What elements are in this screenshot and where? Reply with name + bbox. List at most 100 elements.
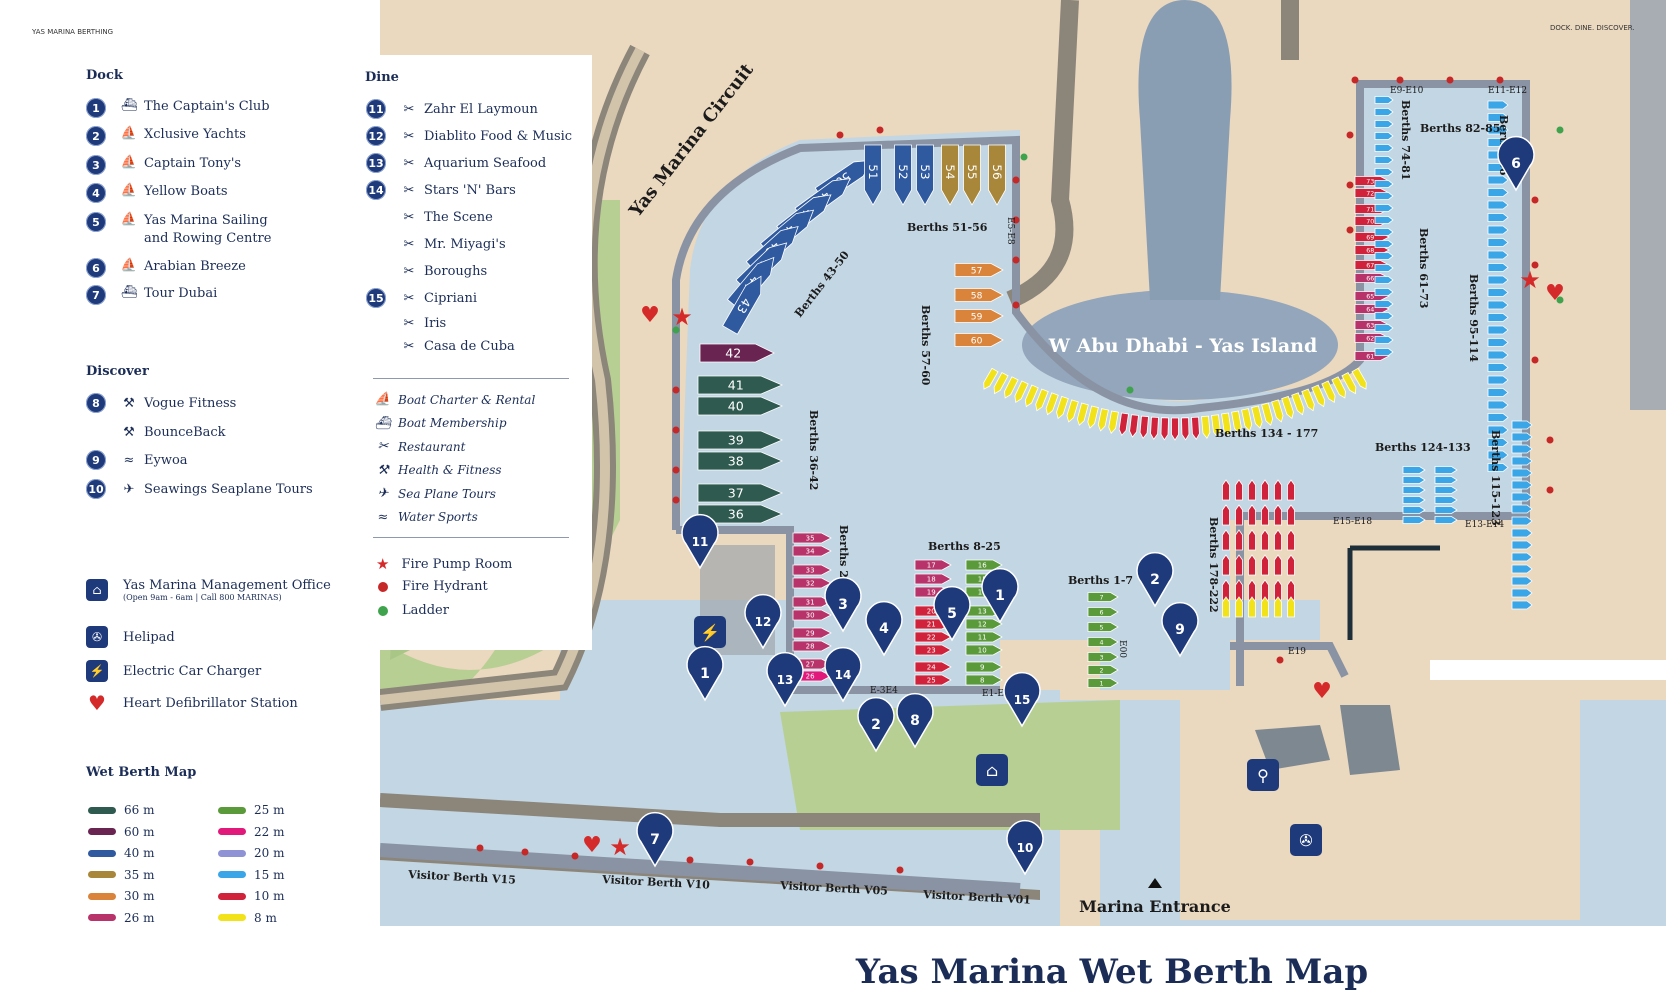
location-pin[interactable]: 8 (896, 693, 934, 749)
berth-number: 37 (728, 486, 744, 501)
fire-pump-icon: ★ (1519, 266, 1541, 294)
dine-item[interactable]: 13✂Aquarium Seafood (366, 153, 546, 173)
berth-size-item: 20 m (218, 846, 284, 860)
berth-number: 17 (927, 562, 936, 570)
dock-item[interactable]: 1⛴The Captain's Club (86, 98, 270, 118)
facility-item[interactable]: ♥Heart Defibrillator Station (86, 691, 298, 715)
location-pin[interactable]: 5 (933, 586, 971, 642)
facility-label: Yas Marina Management Office(Open 9am - … (123, 578, 331, 602)
location-pin[interactable]: 1 (981, 568, 1019, 624)
dock-item[interactable]: 2⛵Xclusive Yachts (86, 126, 246, 146)
berth-boat (1251, 405, 1263, 429)
dock-number-badge: 4 (86, 183, 106, 203)
berth-boat (1374, 252, 1394, 260)
location-pin[interactable]: 15 (1003, 672, 1041, 728)
berth-size-swatch (88, 828, 116, 835)
berth-boat (1374, 228, 1394, 236)
facility-item[interactable]: ✇Helipad (86, 626, 175, 648)
discover-item[interactable]: 10✈Seawings Seaplane Tours (86, 479, 313, 499)
location-pin[interactable]: 2 (857, 697, 895, 753)
facility-item[interactable]: ⌂Yas Marina Management Office(Open 9am -… (86, 578, 331, 602)
dock-item[interactable]: 4⛵Yellow Boats (86, 183, 228, 203)
berth-number: 11 (978, 634, 987, 642)
sailboat-icon: ⛵ (120, 258, 138, 273)
berth-boat (1434, 486, 1458, 494)
fire-hydrant-icon (1012, 256, 1020, 264)
dock-item[interactable]: 7⛴Tour Dubai (86, 285, 217, 305)
ev-charger-icon[interactable]: ⚡ (694, 616, 726, 648)
berth-boat: 33 (792, 564, 832, 576)
location-pin[interactable]: 13 (766, 652, 804, 708)
berth-boat (1374, 288, 1394, 296)
location-pin[interactable]: 11 (681, 514, 719, 570)
divider (373, 537, 569, 538)
facility-label: Helipad (123, 629, 175, 645)
dine-item[interactable]: 12✂Diablito Food & Music (366, 126, 572, 146)
dine-item[interactable]: 11✂Zahr El Laymoun (366, 99, 538, 119)
dine-item[interactable]: ✂Boroughs (366, 261, 488, 281)
discover-item[interactable]: 8⚒Vogue Fitness (86, 393, 236, 413)
location-pin[interactable]: 12 (744, 594, 782, 650)
location-pin[interactable]: 9 (1161, 602, 1199, 658)
berth-number: 55 (965, 164, 979, 179)
dine-item[interactable]: 14✂Stars 'N' Bars (366, 180, 516, 200)
discover-item[interactable]: 9≈Eywoa (86, 450, 188, 470)
berth-number: 21 (927, 621, 936, 629)
berth-boat (1274, 596, 1282, 618)
dock-item[interactable]: 3⛵Captain Tony's (86, 155, 241, 175)
berth-boat (1222, 504, 1230, 526)
berth-number: 54 (943, 164, 957, 179)
berth-number: 38 (728, 454, 744, 469)
fire-hydrant-icon (1446, 76, 1454, 84)
location-pin[interactable]: 3 (824, 577, 862, 633)
location-pin[interactable]: 7 (636, 812, 674, 868)
berth-number: 35 (806, 535, 815, 543)
house-icon[interactable]: ⌂ (976, 754, 1008, 786)
location-pin[interactable]: 2 (1136, 552, 1174, 608)
dine-item[interactable]: ✂Casa de Cuba (366, 336, 515, 356)
berth-boat: 3 (1087, 652, 1119, 662)
location-pin[interactable]: 10 (1006, 820, 1044, 876)
helicopter-icon[interactable]: ✇ (1290, 824, 1322, 856)
dine-item[interactable]: 15✂Cipriani (366, 288, 477, 308)
berth-boat (1487, 463, 1509, 472)
dock-number-badge: 2 (86, 126, 106, 146)
berth-boat: 32 (792, 577, 832, 589)
berth-boat: 2 (1087, 665, 1119, 675)
fire-pump-icon: ★ (671, 303, 693, 331)
dine-item-label: Stars 'N' Bars (424, 182, 516, 198)
location-pin[interactable]: 6 (1497, 136, 1535, 192)
berth-size-label: 30 m (124, 889, 155, 903)
fire-hydrant-icon (672, 426, 680, 434)
dine-item[interactable]: ✂The Scene (366, 207, 493, 227)
berth-boat (1402, 466, 1426, 474)
berth-boat (1222, 529, 1230, 551)
location-pin[interactable]: 4 (865, 601, 903, 657)
dine-item[interactable]: ✂Iris (366, 313, 447, 333)
berth-boat (1511, 528, 1533, 538)
berth-boat (1487, 113, 1509, 122)
berth-boat (1241, 408, 1253, 432)
facility-item[interactable]: ⚡Electric Car Charger (86, 660, 261, 682)
berth-number: 58 (971, 291, 983, 301)
berth-boat (1341, 371, 1357, 395)
berth-number: 29 (806, 630, 815, 638)
ladder-icon (672, 326, 680, 334)
berth-boat: 38 (697, 451, 784, 471)
location-pin[interactable]: 14 (824, 647, 862, 703)
berth-number: 20 (927, 608, 936, 616)
berth-boat (1487, 100, 1509, 110)
berth-boat (1235, 529, 1243, 551)
dock-item[interactable]: 6⛵Arabian Breeze (86, 258, 246, 278)
island-area (1180, 640, 1580, 920)
berth-boat (1487, 338, 1509, 347)
location-pin[interactable]: 1 (686, 646, 724, 702)
berth-boat: 18 (914, 573, 952, 585)
hotel-building (1022, 290, 1338, 400)
discover-item[interactable]: ⚒BounceBack (86, 422, 225, 442)
dine-item[interactable]: ✂Mr. Miyagi's (366, 234, 506, 254)
restroom-icon[interactable]: ⚲ (1247, 759, 1279, 791)
dine-item-label: The Scene (424, 209, 493, 225)
